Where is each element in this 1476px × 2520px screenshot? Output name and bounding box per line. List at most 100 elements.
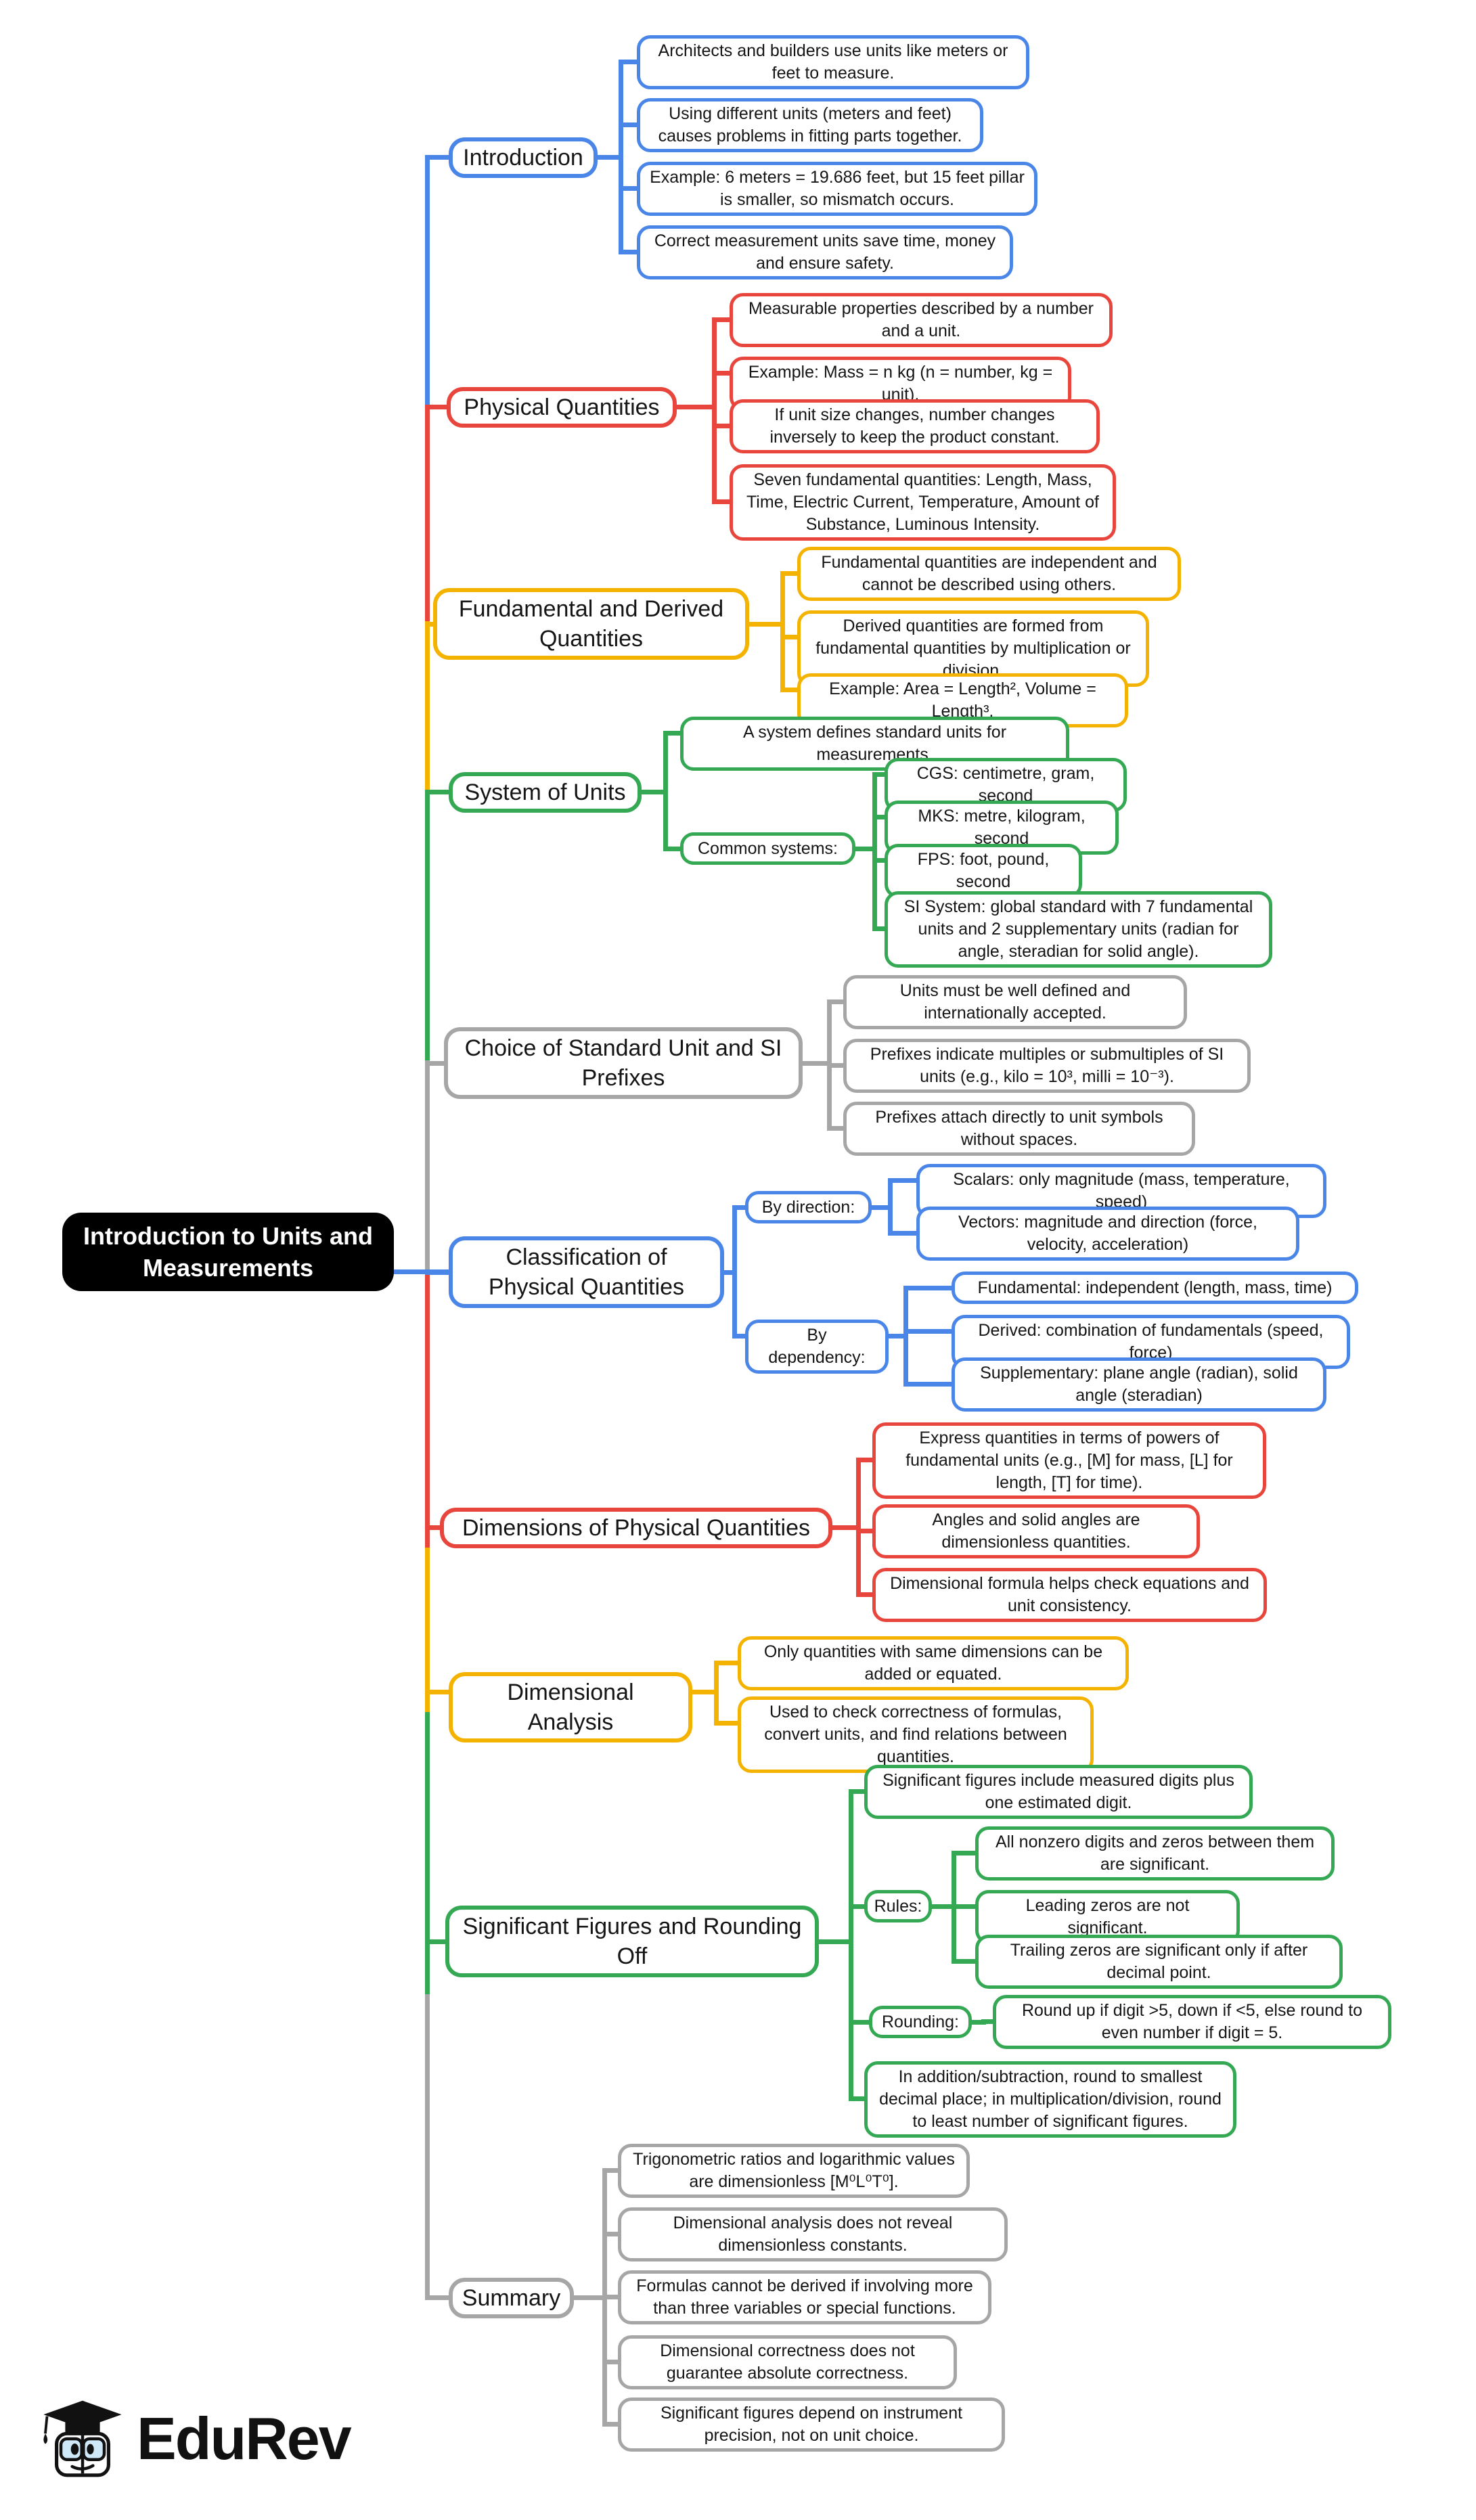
leaf-node: Trailing zeros are significant only if a… — [975, 1935, 1343, 1989]
leaf-node: Using different units (meters and feet) … — [637, 98, 983, 152]
connector-line — [602, 2295, 631, 2299]
root-node: Introduction to Units and Measurements — [62, 1213, 394, 1291]
leaf-node: Formulas cannot be derived if involving … — [618, 2270, 991, 2324]
connector-line — [827, 1063, 857, 1068]
connector-line — [924, 1904, 956, 1909]
group-node: Common systems: — [680, 832, 855, 865]
connector-line — [589, 155, 623, 160]
leaf-node: Used to check correctness of formulas, c… — [738, 1696, 1094, 1773]
spine-segment — [425, 1994, 430, 2300]
connector-line — [425, 1270, 462, 1275]
leaf-node: Fundamental quantities are independent a… — [797, 547, 1181, 601]
spine-segment — [425, 621, 430, 794]
connector-line — [849, 1789, 878, 1794]
leaf-node: All nonzero digits and zeros between the… — [975, 1826, 1335, 1881]
connector-line — [425, 1061, 457, 1066]
connector-line — [811, 1939, 853, 1944]
leaf-node: In addition/subtraction, round to smalle… — [864, 2061, 1236, 2138]
branch-node-significant-figures-rounding-off: Significant Figures and Rounding Off — [445, 1906, 819, 1977]
connector-line — [425, 1690, 462, 1694]
connector-line — [663, 731, 694, 736]
branch-node-classification-physical-quantities: Classification of Physical Quantities — [449, 1236, 724, 1308]
connector-line — [602, 2360, 631, 2364]
connector-line — [425, 790, 462, 794]
connector-line — [903, 1382, 965, 1387]
connector-line — [619, 60, 650, 64]
leaf-node: Dimensional correctness does not guarant… — [618, 2335, 957, 2389]
child-rail-line — [780, 571, 785, 692]
branch-node-dimensions-physical-quantities: Dimensions of Physical Quantities — [440, 1508, 832, 1548]
connector-line — [619, 122, 650, 127]
connector-line — [795, 1061, 832, 1066]
leaf-node: Significant figures depend on instrument… — [618, 2398, 1005, 2452]
connector-line — [714, 1661, 751, 1665]
connector-line — [780, 688, 811, 692]
connector-line — [619, 250, 650, 254]
connector-line — [425, 405, 460, 409]
branch-node-choice-standard-unit-si-prefixes: Choice of Standard Unit and SI Prefixes — [444, 1027, 803, 1099]
branch-node-dimensional-analysis: Dimensional Analysis — [449, 1672, 692, 1742]
leaf-node: SI System: global standard with 7 fundam… — [885, 891, 1272, 968]
connector-line — [827, 1126, 857, 1131]
connector-line — [952, 1904, 989, 1909]
connector-line — [425, 2295, 462, 2300]
connector-line — [824, 1525, 861, 1530]
connector-line — [714, 1721, 751, 1726]
connector-line — [425, 1525, 453, 1530]
connector-line — [619, 186, 650, 191]
connector-line — [425, 155, 462, 160]
connector-line — [856, 1592, 886, 1597]
spine-segment — [425, 790, 430, 1065]
leaf-node: Supplementary: plane angle (radian), sol… — [952, 1357, 1326, 1412]
connector-line — [780, 635, 811, 639]
connector-line — [566, 2295, 607, 2300]
connector-line — [903, 1329, 965, 1334]
child-rail-line — [849, 1789, 853, 2101]
connector-line — [602, 2232, 631, 2236]
connector-line — [849, 1904, 878, 1909]
connector-line — [425, 1939, 459, 1944]
spine-segment — [425, 1269, 430, 1552]
connector-line — [888, 1178, 930, 1183]
leaf-node: Architects and builders use units like m… — [637, 35, 1029, 89]
leaf-node: Measurable properties described by a num… — [730, 293, 1113, 347]
connector-line — [864, 1205, 893, 1210]
leaf-node: If unit size changes, number changes inv… — [730, 399, 1100, 453]
connector-line — [780, 571, 811, 576]
connector-line — [712, 499, 743, 504]
branch-node-system-of-units: System of Units — [449, 772, 642, 813]
connector-line — [712, 424, 743, 428]
connector-line — [663, 847, 694, 851]
connector-line — [827, 999, 857, 1004]
connector-line — [684, 1690, 719, 1694]
branch-node-summary: Summary — [449, 2278, 574, 2318]
group-node: By dependency: — [745, 1320, 889, 1374]
branch-node-fundamental-derived-quantities: Fundamental and Derived Quantities — [433, 588, 749, 660]
branch-node-physical-quantities: Physical Quantities — [447, 387, 677, 428]
leaf-node: Prefixes indicate multiples or submultip… — [843, 1039, 1251, 1093]
spine-segment — [425, 1060, 430, 1274]
leaf-node: Units must be well defined and internati… — [843, 975, 1187, 1029]
child-rail-line — [872, 772, 877, 931]
leaf-node: FPS: foot, pound, second — [885, 844, 1082, 898]
group-node: Rounding: — [869, 2006, 972, 2038]
connector-line — [847, 847, 877, 851]
connector-line — [952, 1851, 989, 1855]
connector-line — [856, 1529, 886, 1533]
leaf-node: Prefixes attach directly to unit symbols… — [843, 1102, 1195, 1156]
spine-segment — [425, 405, 430, 626]
group-node: By direction: — [745, 1191, 872, 1223]
leaf-node: Correct measurement units save time, mon… — [637, 225, 1013, 279]
leaf-node: Only quantities with same dimensions can… — [738, 1636, 1129, 1690]
connector-line — [669, 405, 717, 409]
connector-line — [712, 371, 743, 376]
leaf-node: Express quantities in terms of powers of… — [872, 1422, 1266, 1499]
leaf-node: Fundamental: independent (length, mass, … — [952, 1272, 1358, 1304]
leaf-node: Angles and solid angles are dimensionles… — [872, 1504, 1200, 1558]
spine-segment — [425, 155, 430, 409]
connector-line — [633, 790, 668, 794]
connector-line — [716, 1270, 737, 1275]
connector-line — [849, 2020, 882, 2025]
leaf-node: Round up if digit >5, down if <5, else r… — [993, 1995, 1391, 2049]
connector-line — [952, 1959, 989, 1964]
